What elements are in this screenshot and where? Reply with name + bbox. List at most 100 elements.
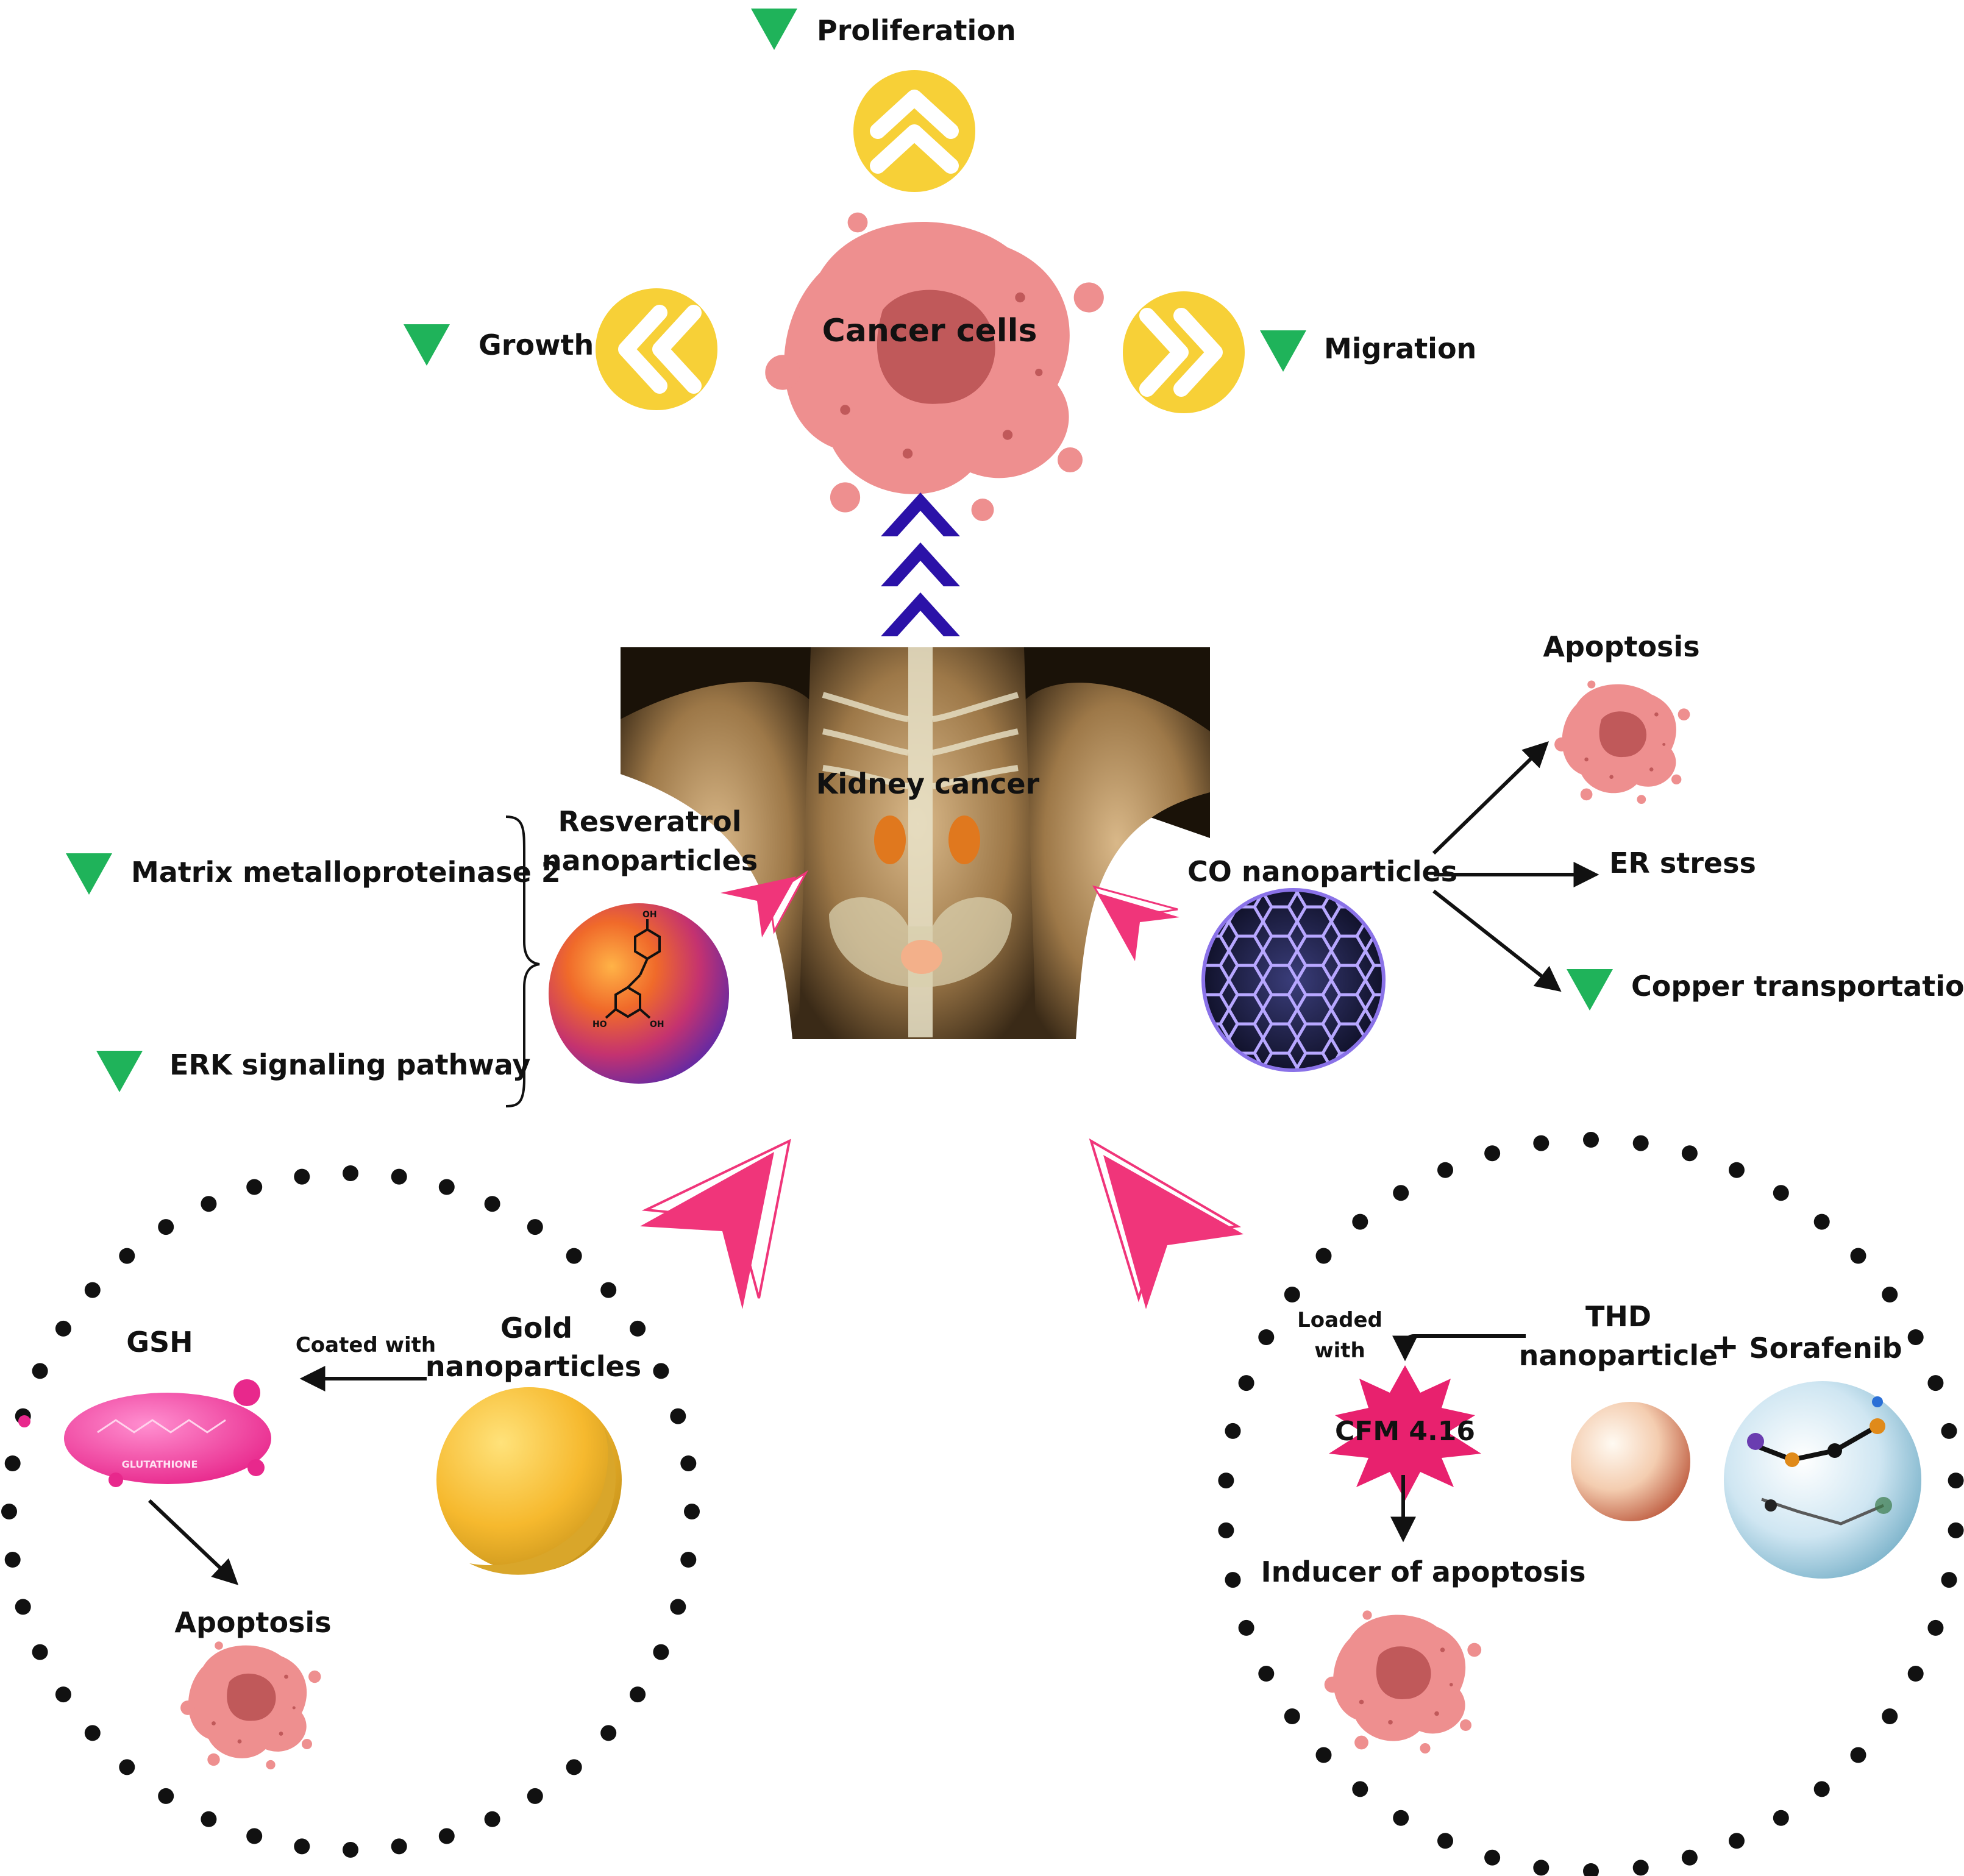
ring-dot [1393,1810,1409,1826]
down-triangle-icon [1260,330,1306,372]
pink-arrow-co-icon [1092,885,1179,961]
ring-dot [55,1320,71,1337]
cancer-cell-icon [180,1641,321,1770]
ring-dot [684,1504,700,1519]
pink-arrow-thd-icon [1089,1138,1244,1309]
proliferation-group: Proliferation [751,9,1016,192]
resveratrol-group: Resveratrol nanoparticles OH HO OH Matri… [66,805,758,1107]
ring-dot [1681,1849,1698,1866]
cancer-cell-icon [1324,1610,1482,1754]
migration-group: Migration [1123,291,1476,413]
ring-dot [158,1788,174,1804]
glutathione-label: GLUTATHIONE [122,1459,198,1470]
sorafenib-sphere-icon [1724,1381,1921,1579]
ring-dot [1484,1849,1501,1866]
ring-dot [600,1725,617,1741]
ring-dot [1773,1185,1789,1201]
thd-nanoparticle-icon [1571,1402,1690,1521]
ring-dot [158,1219,174,1235]
ring-dot [438,1828,455,1844]
ring-dot [566,1759,582,1775]
er-stress-label: ER stress [1609,847,1756,879]
ring-dot [653,1644,669,1660]
down-triangle-icon [96,1051,143,1092]
ring-dot [566,1248,582,1264]
co-title: CO nanoparticles [1187,855,1457,888]
ring-dot [1258,1666,1275,1682]
cancer-cell-icon [1554,680,1690,804]
plus-label: + [1711,1327,1740,1366]
proliferation-label: Proliferation [817,14,1016,47]
ring-dot [1907,1329,1924,1345]
ring-dot [670,1599,686,1615]
cancer-cells-cluster: Cancer cells [765,212,1104,521]
ring-dot [1284,1287,1300,1302]
ring-dot [630,1686,646,1703]
resveratrol-molecule-icon [605,919,661,1019]
ring-dot [527,1788,543,1804]
ring-dot [1948,1473,1964,1489]
ring-dot [1352,1781,1368,1797]
sorafenib-molecule-icon [1747,1396,1892,1526]
ring-dot [55,1686,71,1703]
ring-dot [630,1320,646,1337]
ring-dot [246,1828,263,1844]
pink-arrow-gold-icon [640,1139,791,1309]
ring-dot [343,1842,358,1858]
cfm-burst-icon [1329,1365,1481,1501]
loaded-with-line1: Loaded [1297,1308,1382,1332]
gold-group: Gold nanoparticles Coated with GSH GLUTA… [18,1312,641,1770]
ring-dot [1813,1781,1830,1797]
gold-title-line1: Gold [500,1312,572,1345]
ring-dot [653,1363,669,1379]
ring-dot [1773,1810,1789,1826]
dotted-circle-left [1,1165,700,1858]
gold-apoptosis-label: Apoptosis [174,1606,331,1639]
ring-dot [1225,1572,1241,1588]
migration-label: Migration [1324,332,1476,365]
ring-dot [1352,1213,1368,1230]
down-triangle-icon [1567,969,1613,1011]
ring-dot [84,1282,101,1298]
copper-transport-label: Copper transportation [1631,970,1964,1003]
bladder-icon [901,940,942,974]
growth-group: Growth [404,288,717,410]
ring-dot [1941,1423,1957,1439]
ring-dot [1729,1162,1745,1178]
ring-dot [1583,1132,1599,1148]
ring-dot [1258,1329,1275,1345]
mmp2-label: Matrix metalloproteinase 2 [131,856,561,889]
ring-dot [1225,1423,1241,1439]
ring-dot [32,1644,48,1660]
arrow-loaded-with [1392,1334,1526,1362]
ring-dot [4,1552,21,1568]
ring-dot [680,1552,697,1568]
ring-dot [119,1248,135,1264]
ring-dot [1681,1145,1698,1162]
thd-title-line2: nanoparticle [1519,1339,1718,1372]
arrow-to-apoptosis [1432,741,1549,855]
ring-dot [1632,1860,1649,1876]
ring-dot [1927,1375,1944,1391]
down-triangle-icon [751,9,797,50]
ring-dot [1484,1145,1501,1162]
ring-dot [391,1838,407,1855]
down-triangle-icon [66,853,112,895]
sorafenib-label: Sorafenib [1749,1332,1902,1365]
ring-dot [438,1179,455,1195]
ring-dot [1583,1863,1599,1876]
ring-dot [1218,1473,1234,1489]
ring-dot [1907,1666,1924,1682]
ring-dot [1850,1248,1866,1264]
ring-dot [1437,1162,1453,1178]
ring-dot [294,1838,310,1855]
growth-label: Growth [479,329,594,361]
ring-dot [670,1408,686,1424]
resveratrol-title-line2: nanoparticles [542,844,758,877]
ring-dot [1941,1572,1957,1588]
ring-dot [484,1196,500,1212]
cancer-cell-icon [765,212,1104,521]
ring-dot [1284,1708,1300,1724]
